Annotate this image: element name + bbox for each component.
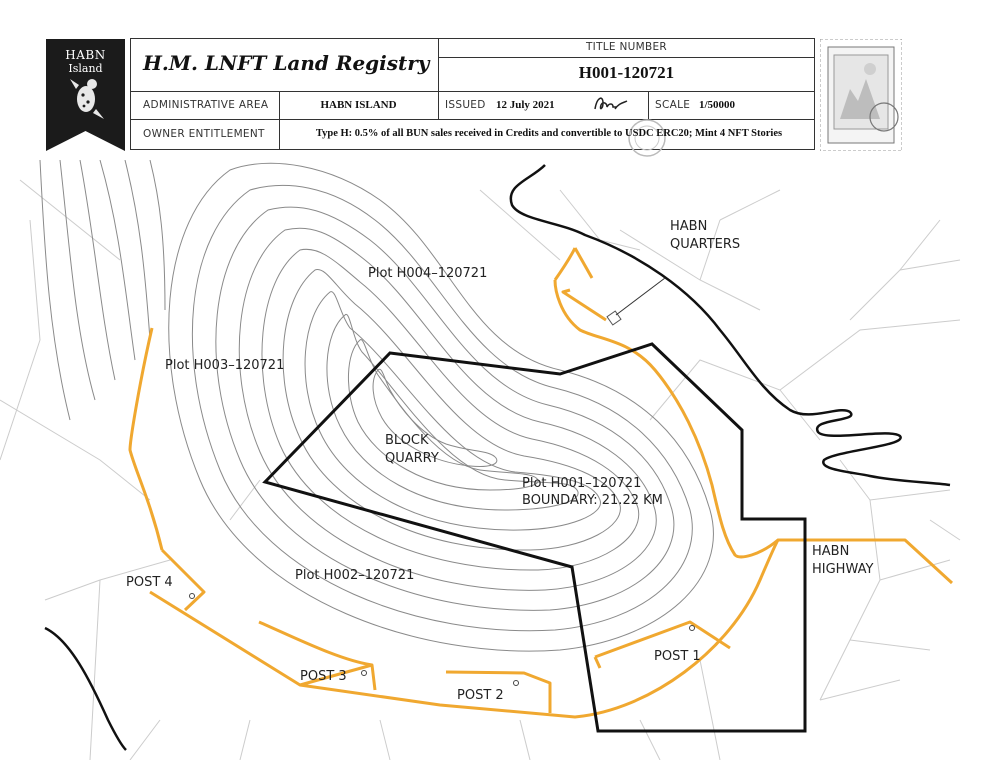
- scale-label: SCALE: [655, 99, 691, 111]
- habn-highway-label-line2: HIGHWAY: [812, 562, 873, 577]
- title-number-label: TITLE NUMBER: [585, 41, 668, 53]
- registry-title: H.M. LNFT Land Registry: [143, 51, 430, 75]
- habn-highway-label-line1: HABN: [812, 544, 849, 559]
- plot-h001-boundary: [262, 342, 807, 733]
- signature: [591, 93, 631, 119]
- habn-quarters-label-line2: QUARTERS: [670, 237, 740, 252]
- title-number: H001-120721: [578, 63, 675, 82]
- post-1-label: POST 1: [654, 649, 701, 664]
- administrative-area-value: HABN ISLAND: [320, 99, 397, 111]
- coastline: [44, 164, 951, 751]
- plot-h002-label: Plot H002–120721: [295, 568, 414, 583]
- block-quarry-label-line2: QUARRY: [385, 451, 439, 466]
- post-markers: [189, 593, 695, 686]
- flag-text: HABN Island: [46, 48, 125, 76]
- postage-stamp: [819, 38, 903, 152]
- seal-stamp: [626, 117, 668, 163]
- habn-island-flag-logo: HABN Island: [46, 39, 125, 151]
- post-2-label: POST 2: [457, 688, 504, 703]
- post-3-label: POST 3: [300, 669, 347, 684]
- issued-date: 12 July 2021: [496, 99, 555, 111]
- flag-line2: Island: [68, 62, 103, 75]
- title-block: H.M. LNFT Land Registry TITLE NUMBER H00…: [130, 38, 815, 157]
- land-registry-map: HABN QUARTERS Plot H004–120721 Plot H003…: [0, 160, 961, 760]
- flag-line1: HABN: [65, 48, 106, 62]
- habn-quarters-label-line1: HABN: [670, 219, 707, 234]
- contour-lines: [39, 160, 714, 652]
- post-4-label: POST 4: [126, 575, 173, 590]
- plot-h003-label: Plot H003–120721: [165, 358, 284, 373]
- block-quarry-label-line1: BLOCK: [385, 433, 429, 448]
- parcel-grid: [0, 179, 961, 760]
- issued-label: ISSUED: [445, 99, 486, 111]
- administrative-area-label: ADMINISTRATIVE AREA: [143, 99, 269, 111]
- owner-entitlement-label: OWNER ENTITLEMENT: [143, 128, 265, 140]
- plot-h004-label: Plot H004–120721: [368, 266, 487, 281]
- habn-quarters-building: [606, 277, 666, 326]
- owner-entitlement-value: Type H: 0.5% of all BUN sales received i…: [315, 128, 783, 139]
- plot-h001-boundary-length: BOUNDARY: 21.22 KM: [522, 493, 663, 508]
- scale-value: 1/50000: [699, 99, 736, 111]
- plot-h001-label: Plot H001–120721: [522, 476, 641, 491]
